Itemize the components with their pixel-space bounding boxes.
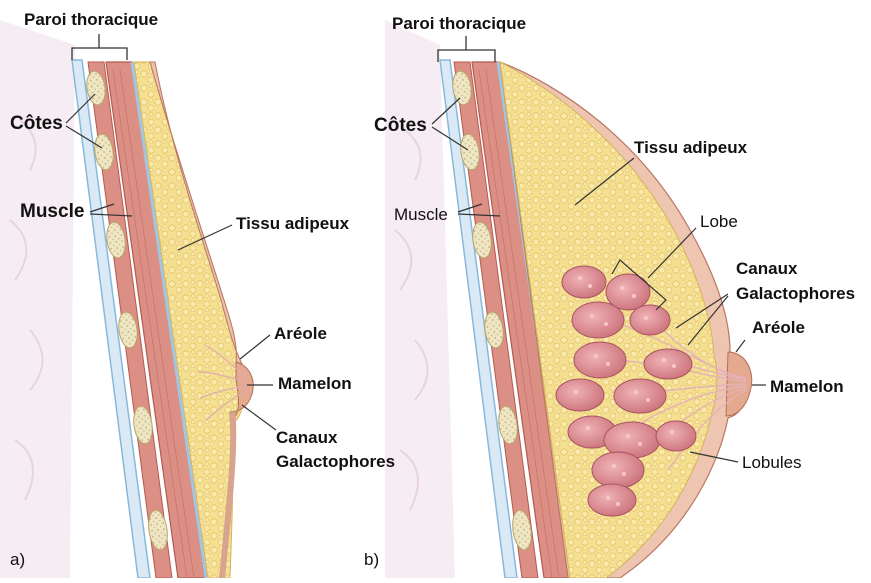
label-nipple-b: Mamelon (770, 377, 844, 397)
chest-wall-bracket-a (72, 34, 127, 60)
label-nipple-a: Mamelon (278, 374, 352, 394)
label-lobe-b: Lobe (700, 212, 738, 232)
background-tissue (0, 20, 75, 578)
background-tissue (385, 20, 455, 578)
label-areola-b: Aréole (752, 318, 805, 338)
label-fat-b: Tissu adipeux (634, 138, 747, 158)
label-muscle-a: Muscle (20, 202, 84, 222)
label-chest-wall-a: Paroi thoracique (24, 10, 158, 30)
panel-a-illustration (0, 20, 276, 578)
panel-b-illustration (385, 20, 766, 578)
panel-tag-b: b) (364, 550, 379, 570)
panel-tag-a: a) (10, 550, 25, 570)
label-ducts-a-line1: Canaux (276, 428, 337, 448)
label-fat-a: Tissu adipeux (236, 214, 349, 234)
label-ducts-b-line1: Canaux (736, 259, 797, 279)
label-ducts-b-line2: Galactophores (736, 284, 855, 304)
label-ribs-a: Côtes (10, 114, 63, 134)
label-areola-a: Aréole (274, 324, 327, 344)
label-lobules-b: Lobules (742, 453, 802, 473)
label-ribs-b: Côtes (374, 116, 427, 136)
chest-wall-bracket-b (438, 36, 495, 62)
label-chest-wall-b: Paroi thoracique (392, 14, 526, 34)
label-muscle-b: Muscle (394, 205, 448, 225)
label-ducts-a-line2: Galactophores (276, 452, 395, 472)
